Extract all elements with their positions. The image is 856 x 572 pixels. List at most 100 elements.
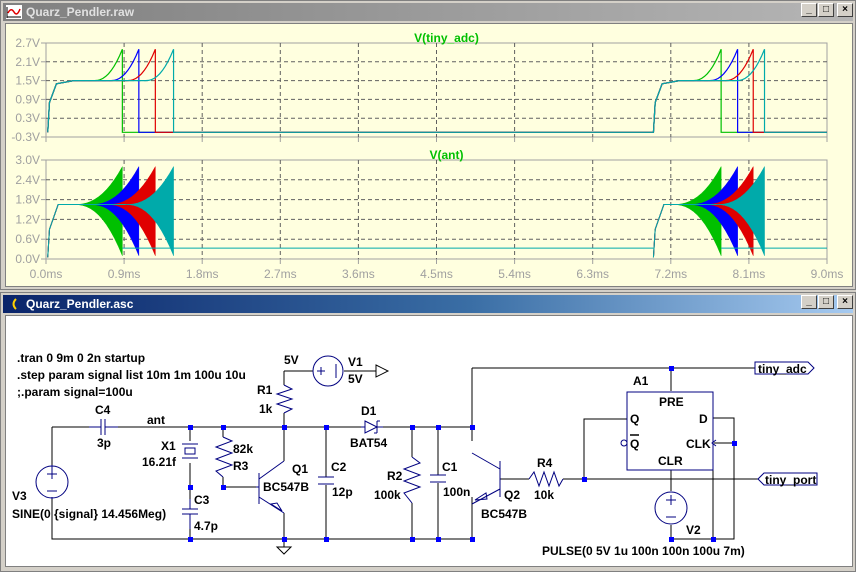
x-tick-label: 4.5ms [420, 267, 453, 281]
schematic-titlebar[interactable]: Quarz_Pendler.asc [3, 295, 853, 313]
r4-value: 10k [534, 488, 554, 502]
y-tick-label: 0.9V [15, 92, 40, 106]
schematic-app-icon [12, 298, 17, 310]
trace-4 [47, 49, 827, 133]
waveform-maximize-button[interactable]: □ [818, 3, 834, 17]
x-tick-label: 0.9ms [108, 267, 141, 281]
r3-name: R3 [233, 459, 249, 473]
y-tick-label: 0.0V [15, 252, 40, 266]
directive-param-comment[interactable]: ;.param signal=100u [17, 385, 133, 399]
r4-symbol [528, 470, 564, 488]
c3-symbol [182, 499, 198, 529]
v2-symbol [654, 491, 688, 525]
waveform-minimize-button[interactable]: _ [801, 3, 817, 17]
y-tick-label: 2.1V [15, 55, 40, 69]
c1-value: 100n [443, 485, 470, 499]
a1-symbol [626, 391, 714, 471]
v1-value: 5V [348, 372, 363, 386]
waveform-plots[interactable]: 2.7V2.1V1.5V0.9V0.3V-0.3VV(tiny_adc)3.0V… [6, 24, 852, 286]
y-tick-label: 3.0V [15, 153, 40, 167]
r2-name: R2 [387, 469, 403, 483]
q2-name: Q2 [504, 488, 520, 502]
y-tick-label: 0.3V [15, 111, 40, 125]
x-tick-label: 9.0ms [811, 267, 844, 281]
q1-value: BC547B [263, 480, 309, 494]
directive-tran[interactable]: .tran 0 9m 0 2n startup [17, 351, 145, 365]
tiny-adc-flag [754, 361, 815, 375]
y-tick-label: 2.7V [15, 36, 40, 50]
trace-1 [47, 49, 827, 133]
r2-value: 100k [374, 488, 401, 502]
net-flag-tiny-port[interactable]: tiny_port [765, 473, 816, 487]
net-label-5v: 5V [284, 353, 299, 367]
q1-name: Q1 [292, 462, 308, 476]
schematic-minimize-button[interactable]: _ [801, 295, 817, 309]
y-tick-label: 2.4V [15, 173, 40, 187]
trace-4-envelope [125, 165, 174, 256]
r3-symbol [214, 436, 234, 478]
schematic-close-button[interactable]: × [837, 295, 853, 309]
schematic-window: Quarz_Pendler.asc _ □ × .tran 0 9m 0 2n … [0, 292, 856, 572]
trace-4-baseline [47, 204, 717, 258]
c2-value: 12p [332, 485, 353, 499]
schematic-window-title: Quarz_Pendler.asc [26, 297, 134, 311]
v1-symbol [312, 355, 344, 387]
q2-symbol [471, 452, 501, 505]
waveform-titlebar[interactable]: Quarz_Pendler.raw [3, 3, 853, 21]
c3-name: C3 [194, 493, 210, 507]
x-tick-label: 7.2ms [654, 267, 687, 281]
a1-pin-d: D [699, 412, 708, 426]
a1-pin-clk: CLK [686, 437, 711, 451]
d1-name: D1 [361, 404, 377, 418]
r1-symbol [275, 384, 294, 414]
x-tick-label: 3.6ms [342, 267, 375, 281]
v3-value: SINE(0 {signal} 14.456Meg) [12, 507, 166, 521]
q1-symbol [256, 460, 285, 514]
schematic-drawing[interactable]: .tran 0 9m 0 2n startup .step param sign… [6, 316, 852, 566]
y-tick-label: 1.2V [15, 212, 40, 226]
r2-symbol [402, 456, 422, 504]
x1-name: X1 [161, 439, 176, 453]
d1-symbol [361, 420, 383, 434]
x-tick-label: 6.3ms [576, 267, 609, 281]
a1-pin-pre: PRE [659, 395, 684, 409]
y-tick-label: 1.8V [15, 193, 40, 207]
directive-step[interactable]: .step param signal list 10m 1m 100u 10u [17, 368, 246, 382]
r1-name: R1 [257, 383, 273, 397]
x1-symbol [182, 443, 198, 459]
c4-symbol [89, 419, 118, 435]
components [35, 355, 818, 529]
junctions [188, 366, 737, 542]
v2-name: V2 [686, 523, 701, 537]
a1-pin-qbar: Q [630, 437, 639, 451]
v3-name: V3 [12, 489, 27, 503]
x-tick-label: 0.0ms [30, 267, 63, 281]
r3-value: 82k [233, 442, 253, 456]
x-tick-label: 5.4ms [498, 267, 531, 281]
y-tick-label: -0.3V [11, 130, 40, 144]
schematic-maximize-button[interactable]: □ [818, 295, 834, 309]
trace-3 [47, 49, 827, 133]
c4-value: 3p [97, 436, 111, 450]
c1-name: C1 [442, 460, 458, 474]
r4-name: R4 [537, 456, 553, 470]
a1-pin-q: Q [630, 412, 639, 426]
x1-value: 16.21f [142, 455, 177, 469]
y-tick-label: 0.6V [15, 232, 40, 246]
waveform-close-button[interactable]: × [837, 3, 853, 17]
c3-value: 4.7p [194, 519, 218, 533]
net-flag-tiny-adc[interactable]: tiny_adc [758, 362, 807, 376]
q2-value: BC547B [481, 507, 527, 521]
trace-2 [47, 49, 827, 133]
trace-4-envelope [716, 165, 765, 256]
a1-pin-clr: CLR [658, 454, 683, 468]
x-tick-label: 1.8ms [186, 267, 219, 281]
tiny-port-flag [757, 472, 818, 486]
r1-value: 1k [259, 402, 273, 416]
schematic-canvas[interactable]: .tran 0 9m 0 2n startup .step param sign… [5, 315, 853, 567]
v2-value: PULSE(0 5V 1u 100n 100n 100u 7m) [542, 544, 745, 558]
wires [51, 364, 758, 555]
d1-value: BAT54 [350, 436, 387, 450]
c4-name: C4 [95, 403, 111, 417]
